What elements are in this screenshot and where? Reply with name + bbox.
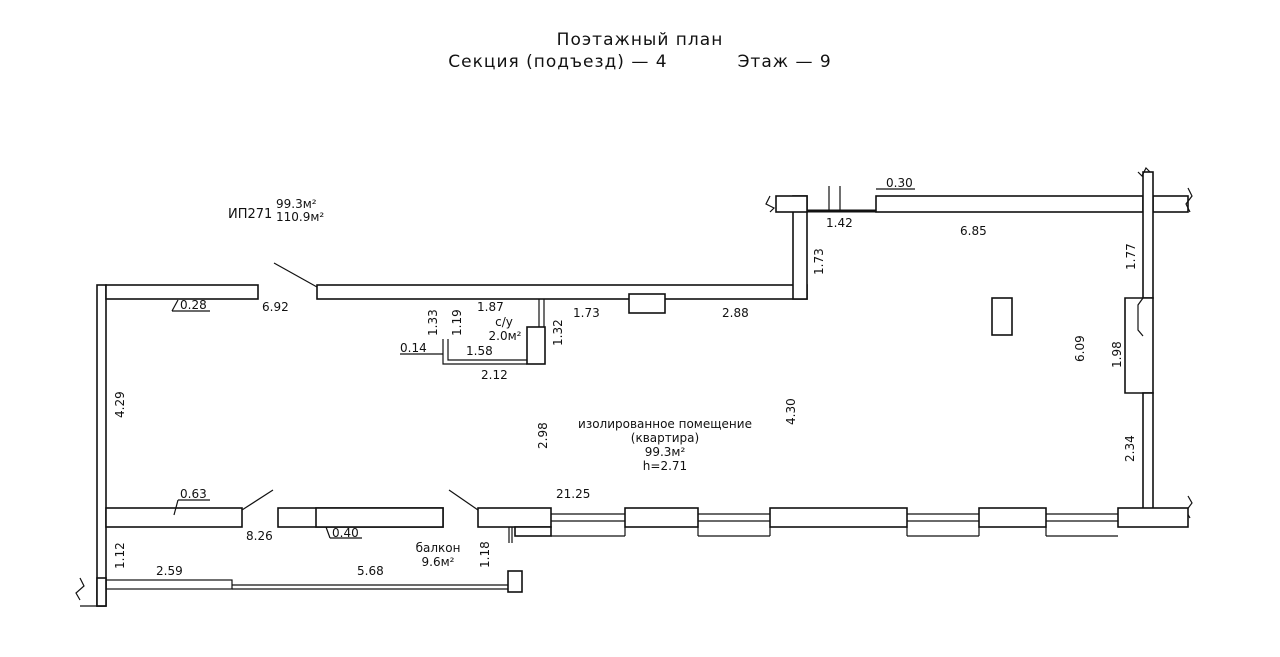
dim-label: 4.30 <box>784 398 798 425</box>
dimension-labels: 0.30 1.42 6.85 1.73 1.77 0.28 6.92 1.87 … <box>113 176 1138 578</box>
bathroom-shaft <box>526 326 546 365</box>
bottom-wall-3 <box>769 507 908 528</box>
dim-label: 6.85 <box>960 224 987 238</box>
top-wall-end <box>1152 195 1189 213</box>
right-column <box>1124 297 1154 394</box>
plan-title: Поэтажный план <box>556 30 724 50</box>
bottom-wall-4 <box>978 507 1047 528</box>
dim-label: 0.30 <box>886 176 913 190</box>
dim-label: 1.18 <box>478 541 492 568</box>
room-area: 99.3м² <box>645 445 686 459</box>
dim-label: 8.26 <box>246 529 273 543</box>
upper-left-wall <box>105 284 259 300</box>
dim-label: 2.88 <box>722 306 749 320</box>
balcony-rail <box>105 579 233 590</box>
unit-area-living: 99.3м² <box>276 197 317 211</box>
walls <box>75 166 1193 607</box>
right-wall-bottom <box>1142 392 1154 510</box>
dim-label: 1.58 <box>466 344 493 358</box>
dim-label: 1.32 <box>551 319 565 346</box>
unit-area-total: 110.9м² <box>276 210 324 224</box>
lower-left-wall <box>105 507 243 528</box>
dim-label: 2.59 <box>156 564 183 578</box>
dim-label: 1.77 <box>1124 243 1138 270</box>
dim-label: 2.12 <box>481 368 508 382</box>
balcony-door-jamb <box>514 526 552 537</box>
door-swing-2 <box>241 489 274 511</box>
dim-label: 0.14 <box>400 341 427 355</box>
bathroom-partition <box>442 339 527 365</box>
dim-label: 6.09 <box>1073 335 1087 362</box>
room-height: h=2.71 <box>643 459 687 473</box>
break-mark-top <box>1137 166 1193 213</box>
dim-label: 5.68 <box>357 564 384 578</box>
room-type: (квартира) <box>631 431 699 445</box>
interior-column <box>991 297 1013 336</box>
door-swing-3 <box>448 489 479 511</box>
door-swing-1 <box>273 262 318 288</box>
bottom-wall-2 <box>624 507 699 528</box>
bathroom-block <box>442 293 1013 365</box>
top-wall-left <box>775 195 808 213</box>
dim-label: 21.25 <box>556 487 590 501</box>
bottom-wall-5 <box>1117 507 1189 528</box>
dim-label: 2.98 <box>536 422 550 449</box>
dim-label: 2.34 <box>1123 435 1137 462</box>
dim-label: 1.33 <box>426 309 440 336</box>
balcony-area: 9.6м² <box>422 555 455 569</box>
unit-id: ИП271 <box>228 207 272 222</box>
dim-label: 1.73 <box>812 248 826 275</box>
dim-label: 1.73 <box>573 306 600 320</box>
balcony-post <box>507 570 523 593</box>
dim-label: 1.42 <box>826 216 853 230</box>
break-mark-left <box>765 195 776 213</box>
room-name: изолированное помещение <box>578 417 752 431</box>
dim-label: 0.28 <box>180 298 207 312</box>
lower-mid-inner <box>315 507 444 528</box>
balcony-outer-left <box>96 577 107 607</box>
dim-label: 4.29 <box>113 391 127 418</box>
dim-label: 1.19 <box>450 309 464 336</box>
door-swings <box>241 262 479 511</box>
floor-label: Этаж — 9 <box>737 52 832 72</box>
dim-label: 6.92 <box>262 300 289 314</box>
upper-wall <box>316 284 808 300</box>
plan-subtitle: Секция (подъезд) — 4 Этаж — 9 <box>0 52 1280 72</box>
balcony-name: балкон <box>416 541 461 555</box>
top-wall-right <box>875 195 1144 213</box>
dim-label: 0.63 <box>180 487 207 501</box>
leader-lines <box>171 188 915 539</box>
left-wall <box>96 284 107 607</box>
dim-label: 1.87 <box>477 300 504 314</box>
dim-label: 0.40 <box>332 526 359 540</box>
vent-duct <box>628 293 666 314</box>
right-wall-top <box>1142 171 1154 299</box>
bathroom-area: 2.0м² <box>489 329 522 343</box>
dim-label: 1.98 <box>1110 341 1124 368</box>
bathroom-name: с/у <box>495 315 513 329</box>
dim-label: 1.12 <box>113 542 127 569</box>
section-label: Секция (подъезд) — 4 <box>448 52 668 72</box>
bottom-wall-1 <box>477 507 552 528</box>
break-mark-left-bottom <box>75 577 85 601</box>
